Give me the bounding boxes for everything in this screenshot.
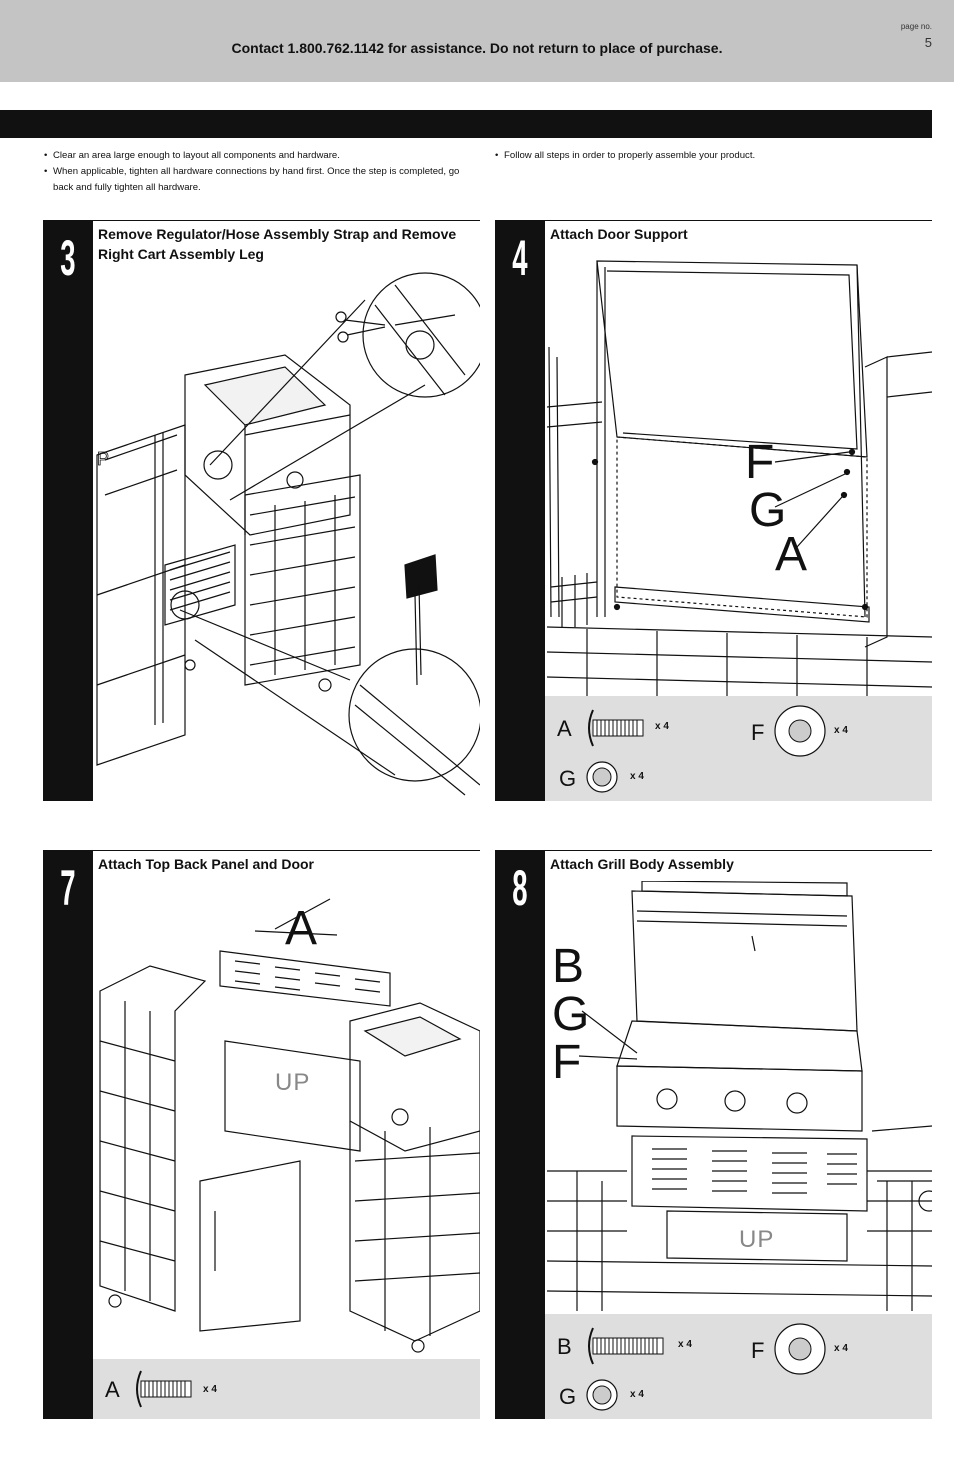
hardware-qty: x 4 [834,725,848,736]
callout-letter: F [552,1036,582,1089]
panel-up-label: UP [275,1069,311,1096]
step-3-panel: 3 Remove Regulator/Hose Assembly Strap a… [43,220,480,801]
lock-washer-icon [586,1379,618,1411]
hardware-qty: x 4 [678,1339,692,1350]
hardware-qty: x 4 [655,721,669,732]
callout-letter: A [775,528,808,581]
hardware-panel: A x 4 [93,1359,480,1419]
note-item: Clear an area large enough to layout all… [44,148,474,164]
hardware-label: F [751,720,765,745]
callout-letter: F [745,436,775,489]
hardware-qty: x 4 [630,1389,644,1400]
page-number-label: page no. [900,22,932,31]
step-8-panel: 8 Attach Grill Body Assembly [495,850,932,1419]
step-title: Remove Regulator/Hose Assembly Strap and… [98,226,457,262]
callout-letter: G [552,988,590,1041]
callout-letter: B [552,940,585,993]
step-number: 8 [495,851,545,1419]
svg-text:P: P [97,449,109,469]
notes-right: Follow all steps in order to properly as… [495,148,915,164]
bolt-icon [136,1370,192,1408]
contact-line: Contact 1.800.762.1142 for assistance. D… [231,40,723,56]
step-7-panel: 7 Attach Top Back Panel and Door [43,850,480,1419]
step-number: 4 [495,221,545,801]
note-item: When applicable, tighten all hardware co… [44,164,474,196]
step-7-illustration: A UP [95,891,480,1356]
callout-letter: A [285,902,318,955]
step-4-panel: 4 Attach Door Support [495,220,932,801]
section-bar [0,110,932,138]
page-number: 5 [924,35,932,50]
bolt-icon [588,709,644,747]
callout-letter: G [749,484,787,537]
hardware-label: G [559,1384,577,1409]
page-header: Contact 1.800.762.1142 for assistance. D… [0,0,954,82]
hardware-panel: B x 4 F x 4 G x 4 [545,1314,932,1419]
flat-washer-icon [774,1323,826,1375]
bolt-icon [588,1327,664,1365]
flat-washer-icon [774,705,826,757]
step-number: 7 [43,851,93,1419]
step-number: 3 [43,221,93,801]
step-title: Attach Top Back Panel and Door [98,856,314,872]
step-3-illustration: P [95,265,480,801]
hardware-qty: x 4 [834,1343,848,1354]
hardware-qty: x 4 [630,771,644,782]
hardware-label: G [559,766,577,791]
hardware-label: B [557,1334,572,1359]
hardware-label: F [751,1338,765,1363]
notes-left: Clear an area large enough to layout all… [44,148,474,196]
step-4-illustration: F G A [547,257,932,697]
lock-washer-icon [586,761,618,793]
step-title: Attach Grill Body Assembly [550,856,734,872]
hardware-qty: x 4 [203,1384,217,1395]
panel-up-label: UP [739,1226,775,1253]
step-8-illustration: B G F UP [547,881,932,1311]
hardware-panel: A x 4 F x 4 G x 4 [545,696,932,801]
step-title: Attach Door Support [550,226,688,242]
hardware-label: A [557,716,572,741]
hardware-label: A [105,1377,120,1402]
note-item: Follow all steps in order to properly as… [495,148,915,164]
